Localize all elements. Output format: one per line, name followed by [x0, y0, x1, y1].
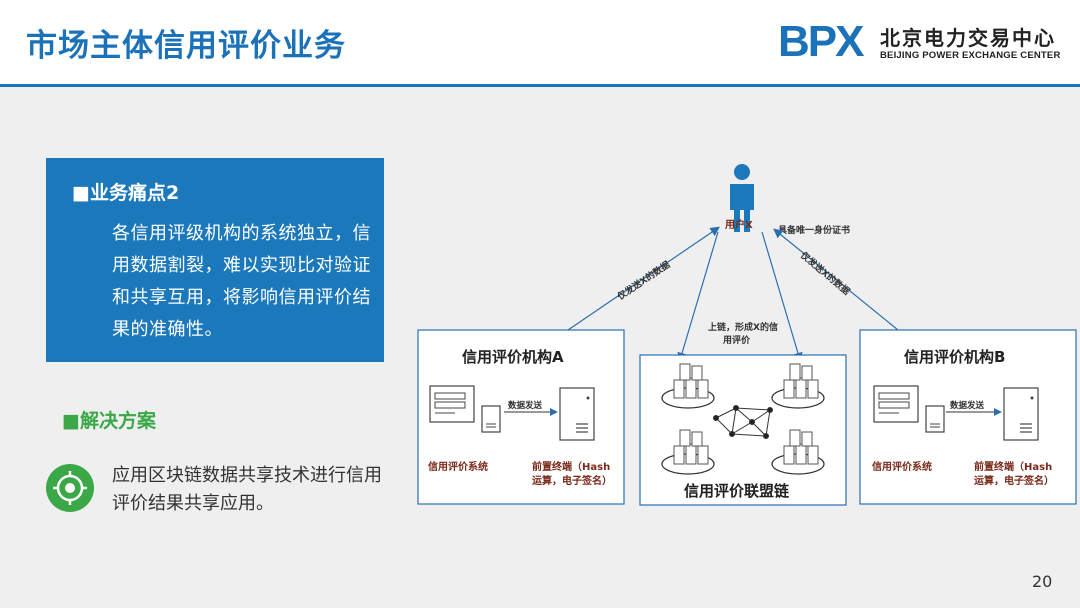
- solution-title: ■解决方案: [62, 410, 156, 432]
- arrow-org-b-to-user: [773, 228, 899, 331]
- org-b-title: 信用评价机构B: [904, 348, 1005, 366]
- org-a-system-label: 信用评价系统: [428, 460, 488, 473]
- certificate-label: 具备唯一身份证书: [777, 224, 850, 236]
- org-a-server-icon: [559, 387, 595, 441]
- network-mesh-icon: [713, 405, 773, 439]
- user-person-icon: [730, 164, 754, 232]
- chain-note-line1: 上链，形成X的信: [708, 321, 778, 333]
- logo-chinese-name: 北京电力交易中心: [880, 26, 1056, 50]
- pain-point-title: ■业务痛点2: [72, 182, 180, 204]
- org-b-system-label: 信用评价系统: [872, 460, 932, 473]
- logo-english-name: BEIJING POWER EXCHANGE CENTER: [880, 50, 1061, 61]
- org-a-terminal-line1: 前置终端（Hash: [532, 460, 610, 473]
- org-b-terminal-line1: 前置终端（Hash: [974, 460, 1052, 473]
- header-divider: [0, 84, 1080, 87]
- org-b-terminal-line2: 运算，电子签名）: [974, 474, 1054, 487]
- blockchain-diagram: 用户X 具备唯一身份证书 仅发送X的数据 仅发送X的数据 上链，形成X的信 用评…: [417, 164, 1077, 506]
- target-eye-icon: [46, 464, 94, 512]
- arrow-user-to-chain-right: [761, 231, 803, 363]
- right-arrow-label: 仅发送X的数据: [797, 248, 852, 297]
- arrow-user-to-chain-left: [677, 231, 719, 363]
- org-b-server-icon: [1003, 387, 1039, 441]
- user-label: 用户X: [724, 218, 753, 231]
- org-b-send-label: 数据发送: [950, 400, 985, 411]
- page-title: 市场主体信用评价业务: [26, 28, 346, 64]
- pain-point-text: 各信用评级机构的系统独立，信用数据割裂，难以实现比对验证和共享互用，将影响信用评…: [112, 223, 371, 340]
- arrow-org-a-to-user: [567, 226, 720, 331]
- alliance-chain-title: 信用评价联盟链: [684, 482, 790, 500]
- solution-text: 应用区块链数据共享技术进行信用评价结果共享应用。: [112, 465, 382, 514]
- header: [0, 0, 1080, 84]
- chain-note-line2: 用评价: [722, 334, 751, 346]
- bpx-logo-mark: BPX: [778, 17, 864, 66]
- left-arrow-label: 仅发送X的数据: [614, 258, 672, 303]
- page-number: 20: [1032, 572, 1053, 591]
- org-a-terminal-line2: 运算，电子签名）: [532, 474, 612, 487]
- org-a-send-label: 数据发送: [508, 400, 543, 411]
- org-a-title: 信用评价机构A: [462, 348, 564, 366]
- pain-point-box: ■业务痛点2 各信用评级机构的系统独立，信用数据割裂，难以实现比对验证和共享互用…: [46, 158, 384, 362]
